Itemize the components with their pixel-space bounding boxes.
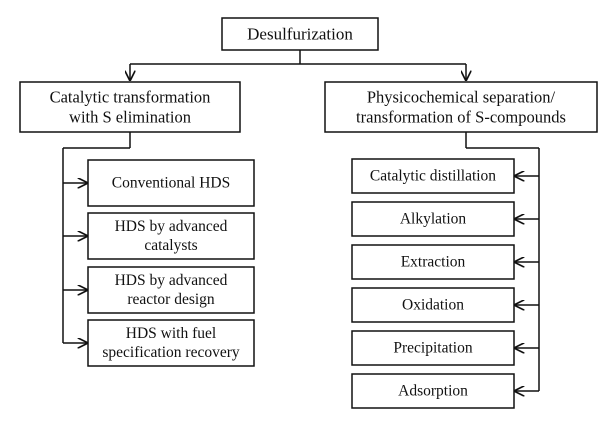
branch-physicochemical-label: Physicochemical separation/ <box>367 87 556 106</box>
branch-physicochemical-box <box>324 81 598 133</box>
catalytic-child-3: HDS with fuel specification recovery <box>87 319 255 367</box>
branch-physicochemical: Physicochemical separation/transformatio… <box>324 81 598 133</box>
physicochemical-child-1-label: Alkylation <box>400 211 467 228</box>
branch-catalytic-label: with S elimination <box>69 108 191 127</box>
physicochemical-child-4: Precipitation <box>351 330 515 366</box>
catalytic-child-0-label: Conventional HDS <box>112 175 230 192</box>
physicochemical-child-2: Extraction <box>351 244 515 280</box>
catalytic-child-2-label: reactor design <box>127 291 215 308</box>
connectors <box>62 50 540 391</box>
physicochemical-child-4-box <box>351 330 515 366</box>
physicochemical-child-1-box <box>351 201 515 237</box>
physicochemical-child-1: Alkylation <box>351 201 515 237</box>
physicochemical-child-0: Catalytic distillation <box>351 158 515 194</box>
catalytic-child-0: Conventional HDS <box>87 159 255 207</box>
physicochemical-child-3-label: Oxidation <box>402 297 464 314</box>
branch-catalytic-box <box>19 81 241 133</box>
physicochemical-child-3-box <box>351 287 515 323</box>
catalytic-child-0-box <box>87 159 255 207</box>
root-node: Desulfurization <box>221 17 379 51</box>
root-node-box <box>221 17 379 51</box>
catalytic-child-3-label: specification recovery <box>102 344 240 361</box>
catalytic-child-1-label: catalysts <box>144 237 197 254</box>
physicochemical-child-2-label: Extraction <box>401 254 466 271</box>
physicochemical-child-3: Oxidation <box>351 287 515 323</box>
physicochemical-child-5-label: Adsorption <box>398 383 468 400</box>
catalytic-child-3-label: HDS with fuel <box>126 325 216 342</box>
root-node-label: Desulfurization <box>247 25 353 44</box>
catalytic-child-2: HDS by advanced reactor design <box>87 266 255 314</box>
catalytic-child-2-box <box>87 266 255 314</box>
physicochemical-child-5: Adsorption <box>351 373 515 409</box>
branch-physicochemical-label: transformation of S-compounds <box>356 108 566 127</box>
catalytic-child-1-label: HDS by advanced <box>115 218 228 235</box>
catalytic-child-1: HDS by advanced catalysts <box>87 212 255 260</box>
catalytic-child-3-box <box>87 319 255 367</box>
catalytic-child-1-box <box>87 212 255 260</box>
physicochemical-child-4-label: Precipitation <box>393 340 472 357</box>
physicochemical-child-2-box <box>351 244 515 280</box>
branch-catalytic-label: Catalytic transformation <box>50 87 211 106</box>
branch-catalytic: Catalytic transformation with S eliminati… <box>19 81 241 133</box>
physicochemical-child-0-label: Catalytic distillation <box>370 168 496 185</box>
physicochemical-child-0-box <box>351 158 515 194</box>
catalytic-child-2-label: HDS by advanced <box>115 272 228 289</box>
physicochemical-child-5-box <box>351 373 515 409</box>
